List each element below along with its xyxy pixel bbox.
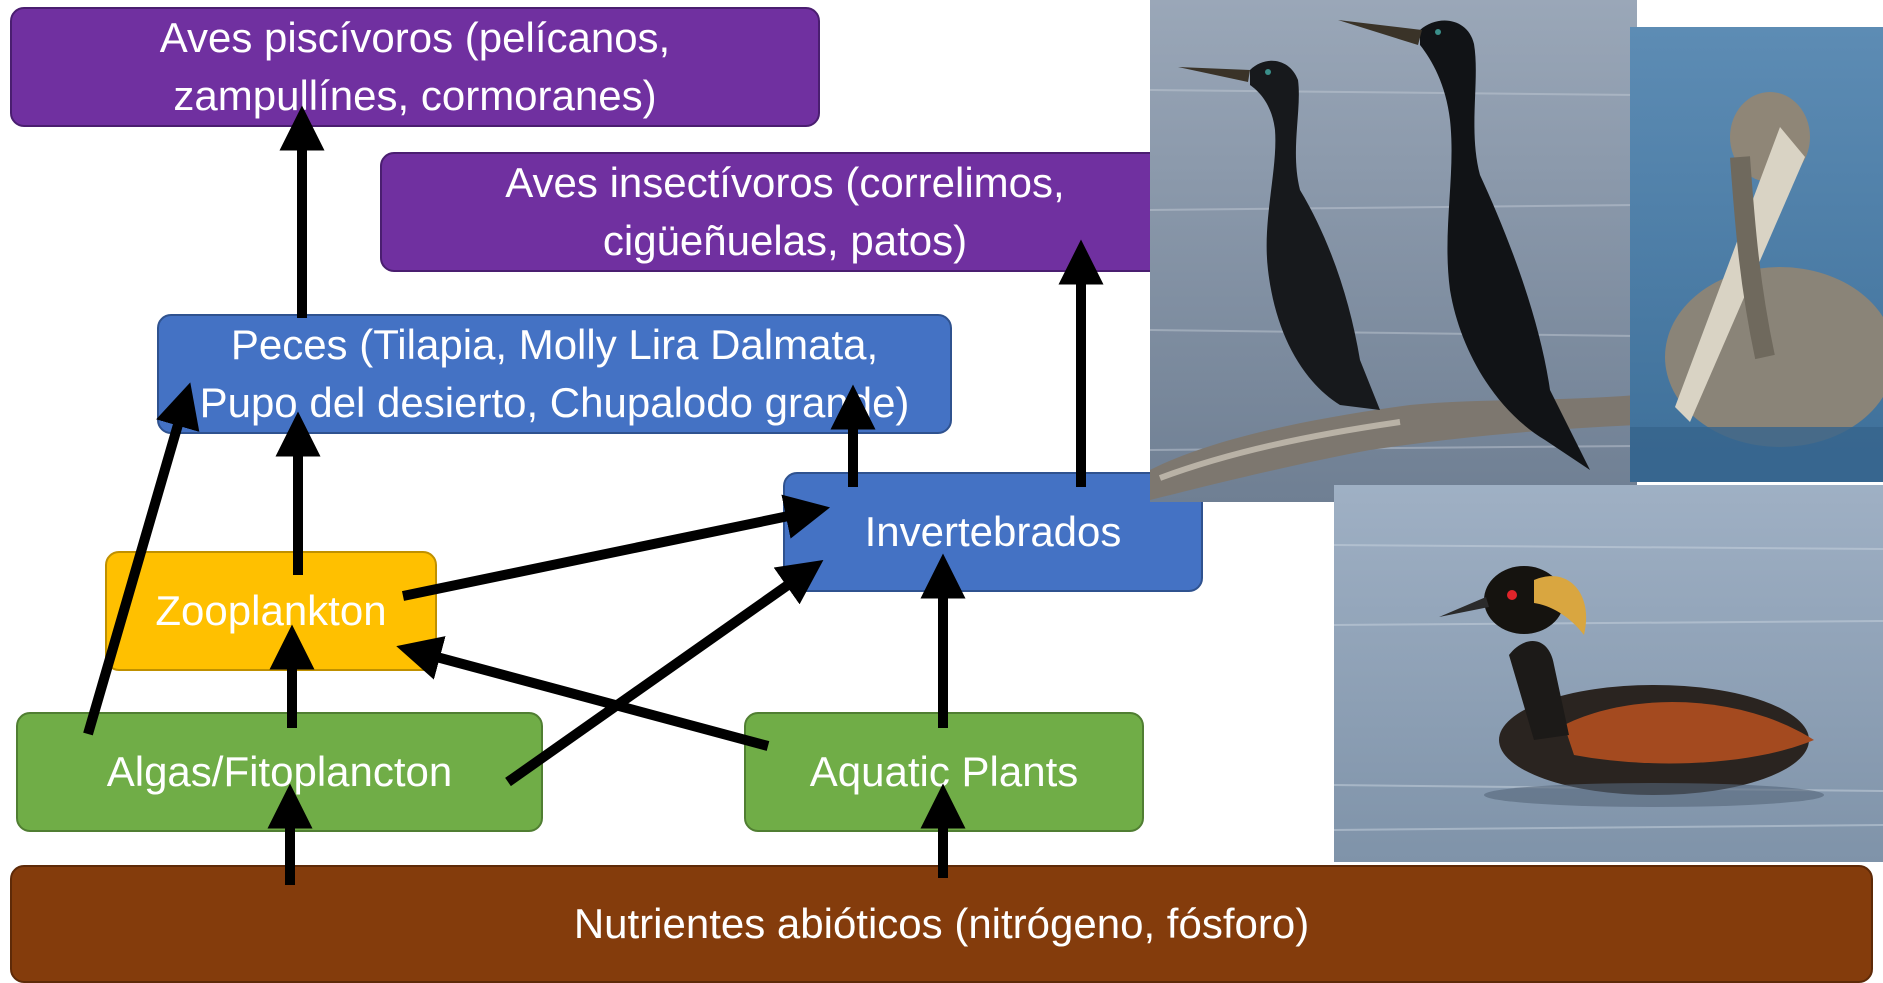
cormorants-photo — [1150, 0, 1637, 502]
node-abiotic-nutrients: Nutrientes abióticos (nitrógeno, fósforo… — [10, 865, 1873, 983]
arrow-algae-to-fish — [83, 382, 200, 736]
node-invertebrates: Invertebrados — [783, 472, 1203, 592]
node-algae-phytoplankton: Algas/Fitoplancton — [16, 712, 543, 832]
grebe-photo — [1334, 485, 1883, 862]
arrow-algae-to-invertebrates — [505, 560, 824, 787]
arrow-zooplankton-to-invertebrates — [401, 494, 831, 601]
pelican-photo — [1630, 27, 1883, 482]
node-piscivorous-birds: Aves piscívoros (pelícanos, zampullínes,… — [10, 7, 820, 127]
arrow-aquatic-plants-to-zooplankton — [396, 636, 770, 751]
